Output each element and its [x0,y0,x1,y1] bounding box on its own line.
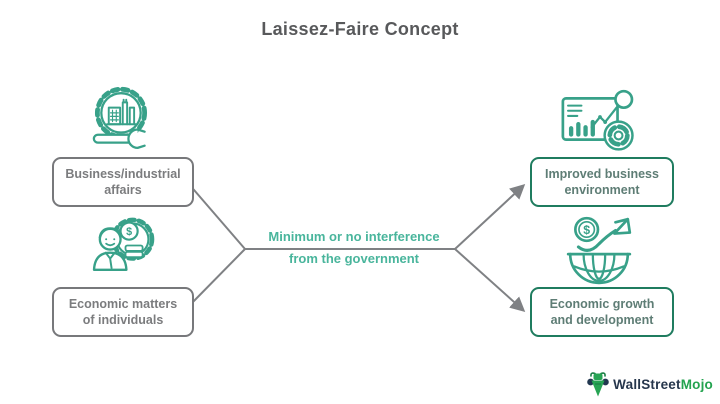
analytics-dashboard-icon [558,86,642,152]
box-label-line: Economic matters [68,297,178,311]
effect-box-economic-growth: Economic growth and development [530,287,674,337]
person-savings-gear-icon: $ [84,214,158,286]
arrow-to-improved-business [454,183,526,250]
cause-box-economic-matters: Economic matters of individuals [52,287,194,337]
box-label-line: Business/industrial [65,167,181,181]
line-from-individuals-box [187,248,246,308]
logo-text-secondary: Mojo [680,376,713,392]
box-label-line: Economic growth [549,297,655,311]
box-label-line: and development [550,313,654,327]
effect-box-improved-business: Improved business environment [530,157,674,207]
box-label-line: affairs [104,183,142,197]
industry-gear-wrench-icon [84,84,158,154]
dollar-sign-glyph: $ [126,226,132,238]
box-label-line: environment [564,183,640,197]
cause-box-business-industrial: Business/industrial affairs [52,157,194,207]
center-connector-label: Minimum or no interference from the gove… [260,228,448,268]
wallstreetmojo-logo: WallStreetMojo [587,370,713,398]
center-label-line: from the government [288,251,419,266]
center-label-line: Minimum or no interference [268,229,440,244]
arrow-to-economic-growth [454,248,526,313]
bull-mascot-icon [587,371,609,398]
page-title: Laissez-Faire Concept [261,19,459,39]
line-from-business-box [187,182,246,250]
global-growth-arrow-icon: $ [556,212,642,286]
logo-text-primary: WallStreet [613,376,681,392]
box-label-line: of individuals [82,313,164,327]
dollar-sign-glyph: $ [583,223,590,237]
box-label-line: Improved business [545,167,659,181]
